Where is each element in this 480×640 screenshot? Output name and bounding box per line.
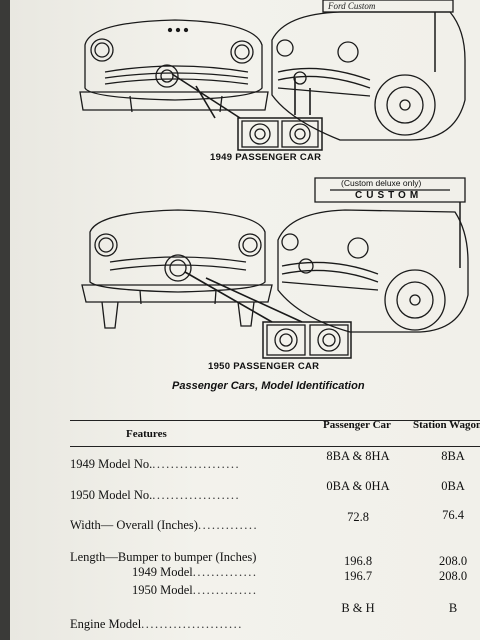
table-cell-wagon: 208.0 [438, 554, 468, 568]
table-cell-wagon: 8BA [441, 449, 465, 463]
manual-page: (Custom deluxe only) CUSTOM 1949 PASSENG… [10, 0, 480, 640]
header-features: Features [126, 428, 167, 440]
table-cell-wagon: 208.0 [438, 569, 468, 583]
table-cell-passenger: 196.8 [343, 554, 373, 568]
emblem-box-1949 [237, 117, 323, 151]
table-row-label: 1950 Model.............. [132, 583, 258, 597]
table-row-label: Width— Overall (Inches)............. [70, 518, 259, 532]
header-passenger-car: Passenger Car [323, 419, 391, 431]
table-cell-passenger: 8BA & 8HA [326, 449, 390, 463]
car-1949-front-view [79, 19, 269, 119]
table-row-label: 1949 Model No.................... [70, 457, 241, 471]
table-row-label: 1950 Model No.................... [70, 488, 241, 502]
table-header-rule [70, 446, 480, 447]
emblem-box-1950 [262, 321, 352, 359]
car-1949-side-view [271, 0, 466, 141]
table-cell-passenger: 196.7 [343, 569, 373, 583]
car-1950-front-view [81, 209, 303, 329]
car-illustrations [79, 0, 469, 359]
car-1950-side-view [277, 177, 469, 333]
table-row-label: Engine Model...................... [70, 617, 243, 631]
table-cell-passenger: B & H [341, 601, 375, 615]
caption-1950-passenger-car: 1950 PASSENGER CAR [208, 361, 320, 372]
table-cell-passenger: 0BA & 0HA [326, 479, 390, 493]
table-row-label: Length—Bumper to bumper (Inches) [70, 550, 257, 564]
caption-1949-passenger-car: 1949 PASSENGER CAR [210, 152, 322, 163]
custom-deluxe-note: (Custom deluxe only) [341, 178, 422, 188]
custom-nameplate-word: CUSTOM [355, 190, 423, 201]
table-cell-wagon: 0BA [441, 479, 465, 493]
table-cell-wagon: 76.4 [442, 508, 464, 522]
header-station-wagon: Station Wagon [413, 419, 480, 431]
table-cell-passenger: 72.8 [347, 510, 369, 524]
table-row-label: 1949 Model.............. [132, 565, 258, 579]
figure-title: Passenger Cars, Model Identification [172, 380, 365, 392]
table-cell-wagon: B [448, 601, 458, 615]
table-top-rule [70, 420, 480, 421]
nameplate-script: Ford Custom [328, 1, 376, 11]
